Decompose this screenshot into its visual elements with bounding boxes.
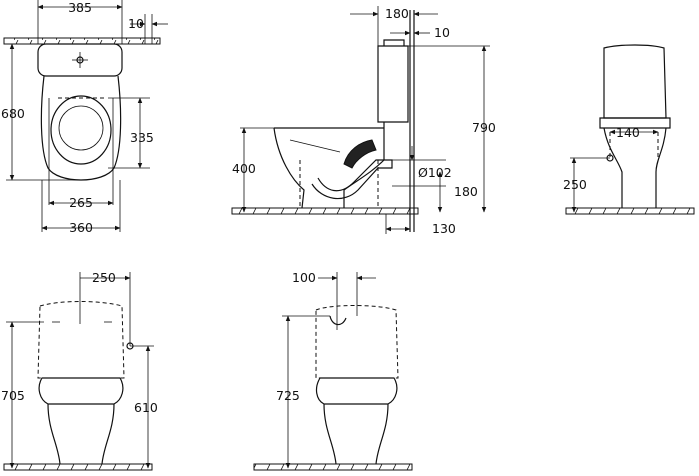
dim-side-wall-gap: 10 [434,25,450,40]
front-right-button-icon [329,315,347,326]
dim-plan-base-width: 360 [69,220,93,235]
side-trap-section [343,139,377,169]
dim-side-outlet-height: 180 [454,184,478,199]
dim-front-left-inlet-height: 610 [134,400,158,415]
dim-plan-tank-width: 385 [68,0,92,15]
plan-bowl-outline [40,75,122,181]
dim-side-outlet-diameter: Ø102 [418,165,452,180]
dim-front-left-offset: 250 [92,270,116,285]
side-view: 180 10 790 400 Ø102 180 130 [231,6,496,236]
dim-side-outlet-offset: 130 [432,221,456,236]
back-tank-outline [603,44,667,119]
dim-plan-inlet-span: 265 [69,195,93,210]
dim-plan-depth: 680 [1,106,25,121]
front-left-tank-outline [37,301,125,379]
plan-tank-outline [37,43,123,77]
plan-view: 385 10 680 335 265 360 [1,0,168,235]
front-left-view: 250 610 705 [1,270,158,471]
dim-side-total-height: 790 [472,120,496,135]
plan-seat-outline [50,95,112,165]
dim-back-inlet-span: 140 [616,125,640,140]
front-right-bowl-outline [323,403,389,465]
front-right-tank-outline [315,305,399,379]
dim-front-right-offset: 100 [292,270,316,285]
dim-side-tank-depth: 180 [385,6,409,21]
dim-front-right-height: 725 [276,388,300,403]
dim-side-seat-height: 400 [232,161,256,176]
side-bowl-outline [273,122,385,209]
dim-plan-seat-depth: 335 [130,130,154,145]
back-bowl-outline [603,127,667,208]
front-left-bowl-outline [47,403,115,465]
front-right-view: 100 725 [253,270,413,471]
dim-front-left-height: 705 [1,388,25,403]
dim-back-inlet-height: 250 [563,177,587,192]
side-tank-outline [377,45,409,123]
back-view: 140 250 [563,44,695,215]
dim-plan-offset: 10 [128,16,144,31]
